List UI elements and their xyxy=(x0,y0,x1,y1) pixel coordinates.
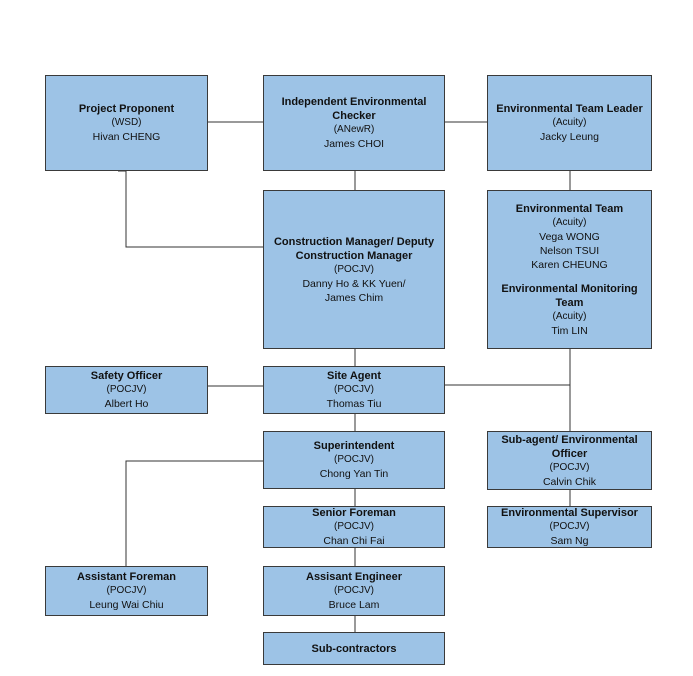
box-org: (POCJV) xyxy=(106,384,147,395)
box-name: Albert Ho xyxy=(104,398,149,410)
assistant-foreman-box: Assistant Foreman (POCJV) Leung Wai Chiu xyxy=(45,566,208,616)
box-name: Vega WONG xyxy=(539,230,600,243)
box-title: Environmental Team Leader xyxy=(496,103,643,115)
connector-line xyxy=(118,170,263,248)
box-org: (POCJV) xyxy=(334,521,374,532)
assistant-engineer-box: Assisant Engineer (POCJV) Bruce Lam xyxy=(263,566,445,616)
box-title: Environmental Team xyxy=(515,202,624,215)
box-org: (POCJV) xyxy=(549,521,590,532)
box-org: (POCJV) xyxy=(334,454,374,465)
box-title: Site Agent xyxy=(327,370,381,382)
box-title: Construction Manager/ Deputy Constructio… xyxy=(273,235,435,262)
box-name: Chan Chi Fai xyxy=(323,535,385,547)
box-name: Nelson TSUI xyxy=(539,244,600,257)
box-name: Hivan CHENG xyxy=(92,131,161,143)
box-org: (Acuity) xyxy=(552,216,587,228)
box-title: Independent Environmental Checker xyxy=(281,96,427,122)
box-org: (POCJV) xyxy=(106,585,147,596)
safety-officer-box: Safety Officer (POCJV) Albert Ho xyxy=(45,366,208,414)
box-org: (POCJV) xyxy=(334,384,374,395)
environmental-supervisor-box: Environmental Supervisor (POCJV) Sam Ng xyxy=(487,506,652,548)
box-org: (POCJV) xyxy=(549,461,590,473)
box-title: Superintendent xyxy=(313,440,395,452)
box-title: Sub-agent/ Environmental Officer xyxy=(501,433,638,460)
superintendent-box: Superintendent (POCJV) Chong Yan Tin xyxy=(263,431,445,489)
sub-contractors-box: Sub-contractors xyxy=(263,632,445,665)
box-name: Tim LIN xyxy=(551,324,588,337)
independent-environmental-checker-box: Independent Environmental Checker (ANewR… xyxy=(263,75,445,171)
box-name: Leung Wai Chiu xyxy=(89,599,164,611)
box-org: (WSD) xyxy=(111,117,142,128)
environmental-team-leader-box: Environmental Team Leader (Acuity) Jacky… xyxy=(487,75,652,171)
box-title: Sub-contractors xyxy=(311,642,397,655)
construction-manager-box: Construction Manager/ Deputy Constructio… xyxy=(263,190,445,349)
box-org: (Acuity) xyxy=(552,310,587,322)
box-title: Assisant Engineer xyxy=(306,571,402,583)
box-name: James CHOI xyxy=(323,138,385,150)
box-org: (ANewR) xyxy=(333,124,375,135)
box-title: Environmental Supervisor xyxy=(501,507,638,519)
senior-foreman-box: Senior Foreman (POCJV) Chan Chi Fai xyxy=(263,506,445,548)
box-name: Danny Ho & KK Yuen/ xyxy=(302,277,406,290)
site-agent-box: Site Agent (POCJV) Thomas Tiu xyxy=(263,366,445,414)
box-name: Calvin Chik xyxy=(542,475,597,488)
box-title: Safety Officer xyxy=(90,370,163,382)
box-name: Karen CHEUNG xyxy=(531,258,608,271)
box-name: Bruce Lam xyxy=(328,599,380,611)
box-org: (POCJV) xyxy=(334,263,374,275)
sub-agent-environmental-officer-box: Sub-agent/ Environmental Officer (POCJV)… xyxy=(487,431,652,490)
connector-line xyxy=(125,460,263,566)
box-org: (Acuity) xyxy=(552,117,587,128)
project-proponent-box: Project Proponent (WSD) Hivan CHENG xyxy=(45,75,208,171)
box-name: Thomas Tiu xyxy=(326,398,382,410)
box-title-monitoring-team: Environmental Monitoring Team xyxy=(501,282,638,309)
box-name: James Chim xyxy=(324,291,384,304)
box-name: Chong Yan Tin xyxy=(319,468,389,480)
box-title: Assistant Foreman xyxy=(76,571,177,583)
box-name: Sam Ng xyxy=(550,535,589,547)
box-org: (POCJV) xyxy=(334,585,374,596)
box-title: Project Proponent xyxy=(78,103,175,115)
box-title: Senior Foreman xyxy=(312,507,396,519)
box-name: Jacky Leung xyxy=(540,131,599,143)
environmental-team-box: Environmental Team (Acuity) Vega WONG Ne… xyxy=(487,190,652,349)
